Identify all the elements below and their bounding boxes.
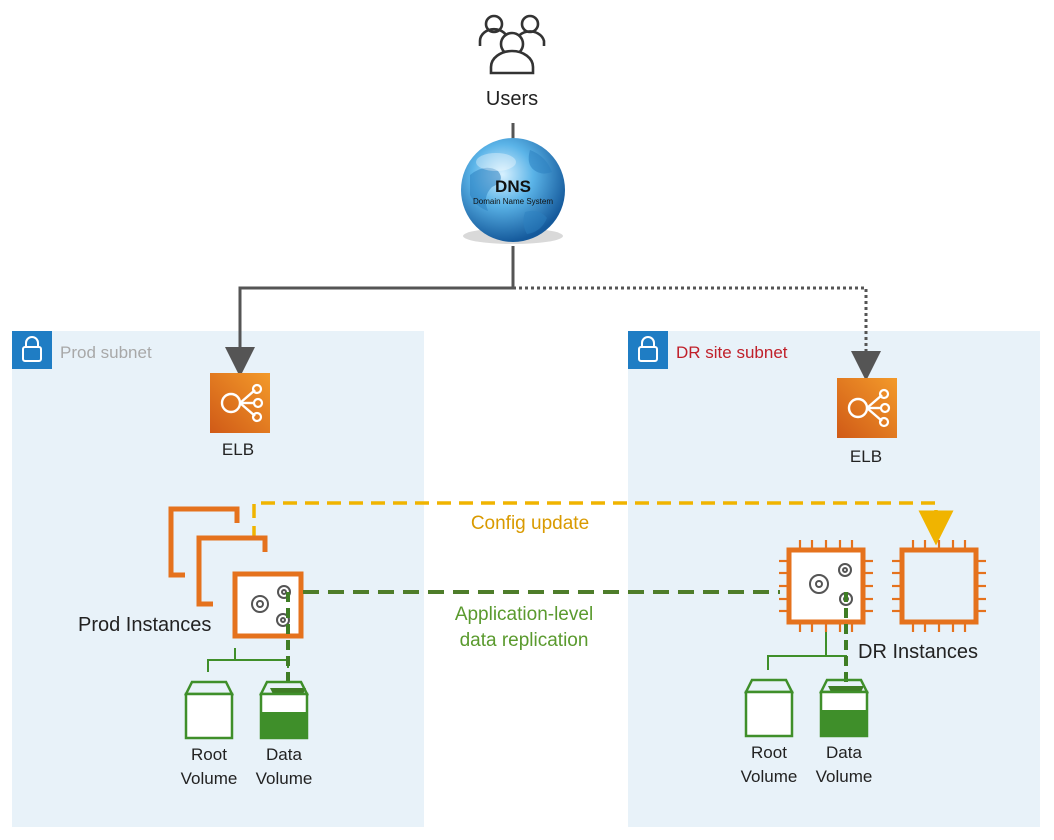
dns-subtitle: Domain Name System [473,197,553,206]
dr-data-volume-label-2: Volume [816,767,873,786]
dr-root-volume-label-2: Volume [741,767,798,786]
dr-instance-icon-standby [892,540,986,632]
users-icon [478,14,546,75]
dr-instances-label: DR Instances [858,641,978,663]
config-update-arrow [252,501,954,546]
dr-data-volume-icon [818,678,870,738]
dr-subnet-lock-icon [628,331,668,369]
config-update-label: Config update [471,513,589,534]
prod-instances-stack [168,506,268,607]
dr-elb-label: ELB [850,447,882,466]
dr-elb-icon [837,378,897,438]
dr-instance-icon-active [779,540,873,632]
prod-root-volume-icon [183,680,235,740]
dr-subnet-label: DR site subnet [676,343,788,362]
dns-to-dr-elb-connector [513,286,881,381]
prod-root-volume-label-1: Root [191,745,227,764]
dr-root-volume-icon [743,678,795,738]
dns-to-prod-elb-connector [225,246,515,377]
prod-instance-icon [232,571,304,639]
prod-subnet-label: Prod subnet [60,343,152,362]
dr-root-volume-label-1: Root [751,743,787,762]
replication-label-line2: data replication [460,630,589,651]
dns-title: DNS [495,177,531,196]
prod-root-volume-label-2: Volume [181,769,238,788]
prod-data-volume-label-2: Volume [256,769,313,788]
globe-icon [461,138,565,244]
prod-elb-icon [210,373,270,433]
prod-subnet-lock-icon [12,331,52,369]
prod-data-volume-label-1: Data [266,745,302,764]
dr-data-volume-label-1: Data [826,743,862,762]
replication-label-line1: Application-level [455,604,593,625]
prod-instances-label: Prod Instances [78,614,211,636]
prod-elb-label: ELB [222,440,254,459]
prod-data-volume-icon [258,680,310,740]
users-label: Users [486,88,538,110]
